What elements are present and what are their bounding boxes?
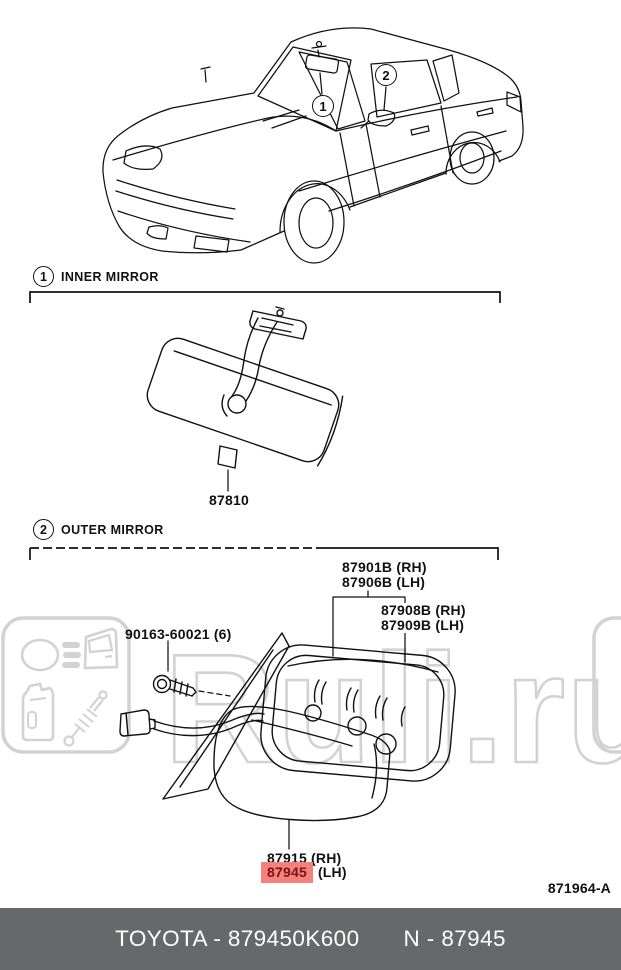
car-outer-mirror-glyph [360, 109, 396, 129]
watermark-partial-box [592, 616, 621, 754]
part-label-screw: 90163-60021 (6) [125, 626, 232, 642]
part-label-visor-rh: 87901B (RH) [342, 559, 427, 575]
part-label-cover-rh: 87915 (RH) [267, 850, 342, 866]
part-label-visor: 87901B (RH) 87906B (LH) [342, 560, 427, 590]
callout-number: 1 [319, 98, 327, 114]
car-inner-mirror-glyph [304, 40, 340, 74]
part-label-cover-lh: 87945(LH) [261, 862, 347, 883]
car-drawing [102, 27, 524, 264]
section-title-text: INNER MIRROR [61, 269, 159, 284]
mirror-cover-drawing [213, 705, 391, 822]
visor-ring-drawing [260, 644, 456, 782]
watermark-text: Ruli.ru [164, 622, 621, 795]
inner-mirror-section-title: 1 INNER MIRROR [33, 266, 159, 287]
outer-label-leaders [167, 590, 406, 850]
footer-part-number: N - 87945 [403, 926, 506, 951]
part-label-mirror-rh: 87908B (RH) [381, 602, 466, 618]
inner-mirror-art [29, 291, 501, 492]
part-label-mirror: 87908B (RH) 87909B (LH) [379, 603, 468, 633]
section-title-text: OUTER MIRROR [61, 522, 164, 537]
callout-number: 2 [382, 67, 390, 83]
car-callout-inner-mirror: 1 [312, 95, 334, 117]
part-label-mirror-lh: 87909B (LH) [381, 617, 465, 633]
part-label-visor-lh: 87906B (LH) [342, 574, 426, 590]
wire-connector-drawing [119, 709, 265, 737]
footer-part-reference: TOYOTA - 879450K600 [115, 926, 360, 951]
section-number: 1 [40, 269, 47, 284]
figure-code: 871964-A [547, 880, 611, 896]
part-side-suffix: (LH) [317, 864, 347, 880]
highlighted-part-number: 87945 [261, 862, 313, 883]
callout1-leader [319, 72, 323, 95]
watermark-headlight-icon [20, 638, 81, 672]
outer-mirror-section-title: 2 OUTER MIRROR [33, 519, 164, 540]
outer-mirror-art [29, 547, 499, 850]
watermark-shock-icon [63, 690, 108, 747]
watermark-door-icon [83, 627, 119, 670]
section-number-badge: 1 [33, 266, 54, 287]
inner-section-bracket [29, 291, 501, 303]
section-number-badge: 2 [33, 519, 54, 540]
screw-drawing [152, 674, 197, 697]
watermark-logo: Ruli.ru [1, 616, 621, 796]
part-label-inner-mirror: 87810 [209, 492, 249, 508]
section-number: 2 [40, 522, 47, 537]
callout2-leader [383, 86, 387, 111]
mirror-glass-drawing [304, 679, 406, 755]
watermark-oil-jug-icon [21, 682, 55, 742]
footer-bar: TOYOTA - 879450K600 N - 87945 [0, 908, 621, 970]
car-callout-outer-mirror: 2 [375, 64, 397, 86]
